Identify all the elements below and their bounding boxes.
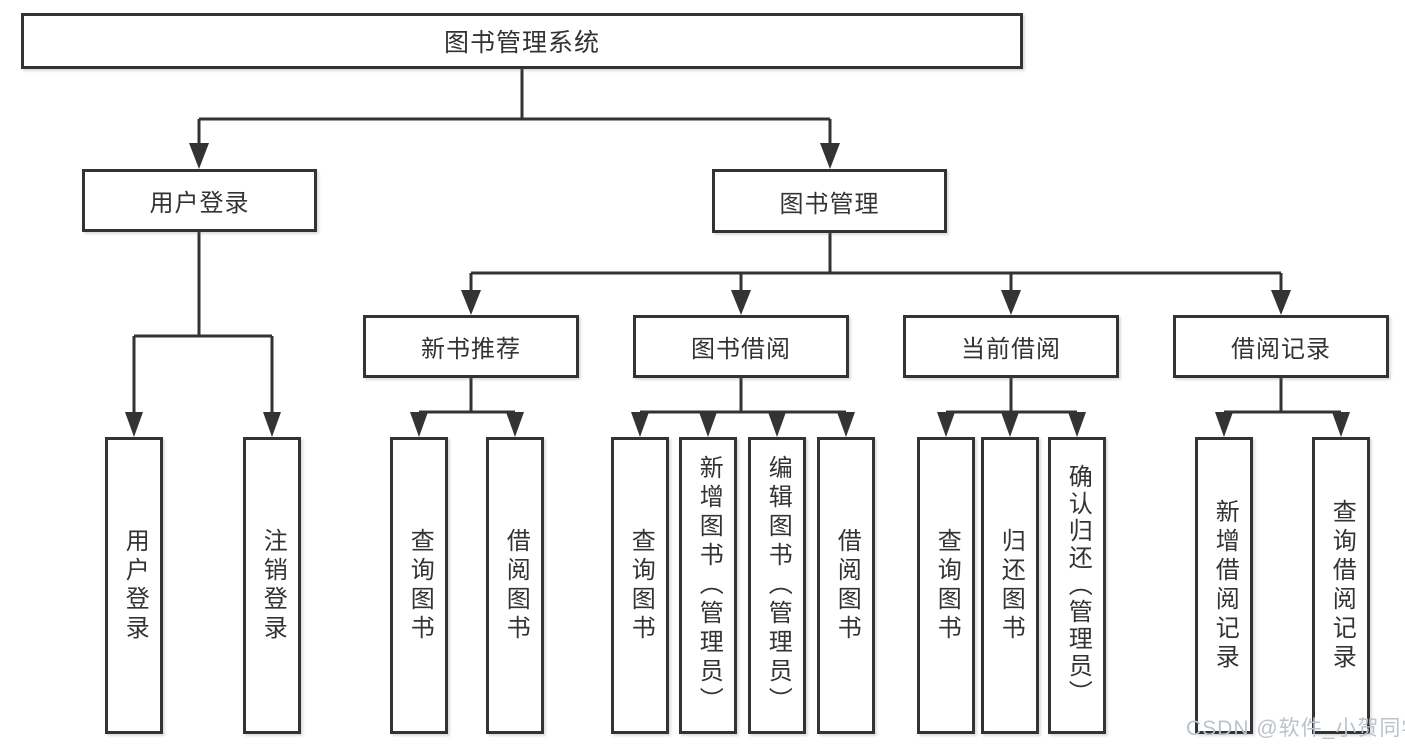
leaf-confirm-return-admin-label: 确认归还（管理员）: [1064, 464, 1092, 707]
leaf-add-book-admin-label: 新增图书（管理员）: [695, 455, 723, 716]
leaf-query-borrow-record-label: 查询借阅记录: [1328, 498, 1356, 673]
leaf-confirm-return-admin: 确认归还（管理员）: [1048, 437, 1106, 734]
leaf-logout-login: 注销登录: [243, 437, 301, 734]
leaf-query-books-under-newrec-label: 查询图书: [406, 527, 434, 644]
leaf-logout-login-label: 注销登录: [259, 527, 287, 644]
node-new-book-recommend: 新书推荐: [363, 315, 579, 378]
leaf-query-books-under-current: 查询图书: [917, 437, 975, 734]
node-book-borrowing: 图书借阅: [633, 315, 849, 378]
leaf-borrow-books-under-newrec-label: 借阅图书: [502, 527, 530, 644]
leaf-edit-book-admin: 编辑图书（管理员）: [748, 437, 806, 734]
leaf-query-books-under-borrow-label: 查询图书: [627, 527, 655, 644]
leaf-borrow-books-under-borrow-label: 借阅图书: [833, 527, 861, 644]
node-borrowing-records: 借阅记录: [1173, 315, 1389, 378]
leaf-query-borrow-record: 查询借阅记录: [1312, 437, 1370, 734]
leaf-add-book-admin: 新增图书（管理员）: [679, 437, 737, 734]
leaf-user-login: 用户登录: [105, 437, 163, 734]
watermark: CSDN @软件_小贺同学: [1186, 717, 1405, 740]
leaf-borrow-books-under-newrec: 借阅图书: [486, 437, 544, 734]
leaf-edit-book-admin-label: 编辑图书（管理员）: [764, 455, 792, 716]
node-user-login: 用户登录: [82, 169, 317, 232]
leaf-add-borrow-record-label: 新增借阅记录: [1211, 498, 1239, 673]
leaf-return-book: 归还图书: [981, 437, 1039, 734]
leaf-user-login-label: 用户登录: [121, 527, 149, 644]
leaf-query-books-under-newrec: 查询图书: [390, 437, 448, 734]
arrowheads: [125, 143, 1350, 437]
leaf-query-books-under-current-label: 查询图书: [933, 527, 961, 644]
leaf-query-books-under-borrow: 查询图书: [611, 437, 669, 734]
node-system-root: 图书管理系统: [21, 13, 1023, 69]
node-book-management: 图书管理: [712, 169, 947, 233]
leaf-return-book-label: 归还图书: [997, 527, 1025, 644]
node-current-borrowing: 当前借阅: [903, 315, 1119, 378]
leaf-borrow-books-under-borrow: 借阅图书: [817, 437, 875, 734]
leaf-add-borrow-record: 新增借阅记录: [1195, 437, 1253, 734]
